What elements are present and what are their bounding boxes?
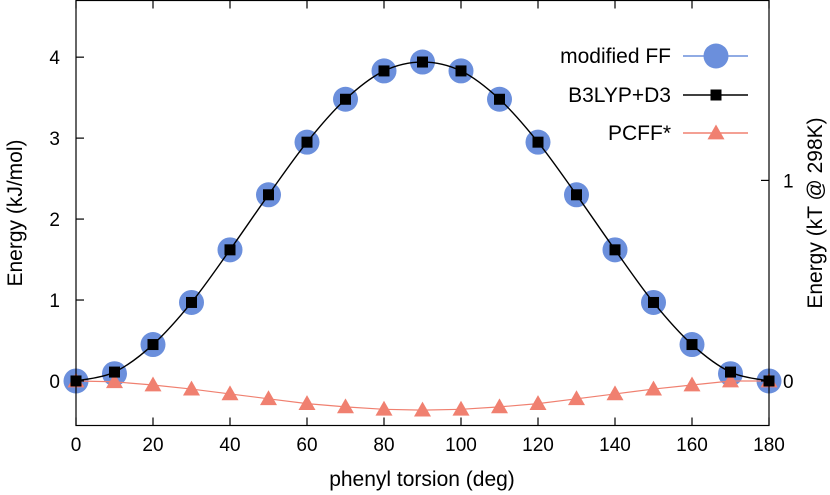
x-tick-label: 180 bbox=[753, 435, 785, 456]
y-tick-label: 4 bbox=[49, 48, 60, 69]
data-point-b3lyp-d3-170 bbox=[725, 366, 736, 378]
x-axis-label: phenyl torsion (deg) bbox=[329, 468, 515, 491]
data-point-b3lyp-d3-150 bbox=[648, 296, 659, 308]
legend-marker-b3lyp-d3 bbox=[710, 89, 722, 101]
data-point-pcff-20 bbox=[144, 376, 162, 392]
legend-marker-modified-ff bbox=[703, 43, 729, 69]
data-point-b3lyp-d3-30 bbox=[186, 296, 197, 308]
plot-area bbox=[63, 49, 782, 417]
data-point-pcff-130 bbox=[568, 390, 585, 406]
data-point-pcff-90 bbox=[414, 401, 431, 417]
x-tick-label: 100 bbox=[445, 435, 477, 456]
data-point-b3lyp-d3-10 bbox=[109, 366, 120, 378]
data-point-b3lyp-d3-160 bbox=[686, 339, 698, 351]
legend-label-b3lyp-d3: B3LYP+D3 bbox=[568, 84, 671, 107]
data-point-b3lyp-d3-40 bbox=[224, 244, 236, 256]
data-point-pcff-70 bbox=[337, 398, 354, 414]
data-point-pcff-120 bbox=[529, 395, 547, 411]
data-point-pcff-60 bbox=[298, 395, 316, 411]
y2-tick-label: 1 bbox=[783, 171, 794, 192]
data-point-b3lyp-d3-130 bbox=[571, 189, 582, 201]
data-point-pcff-10 bbox=[106, 373, 123, 389]
data-point-b3lyp-d3-70 bbox=[340, 93, 351, 105]
x-tick-label: 20 bbox=[142, 435, 163, 456]
y-tick-label: 0 bbox=[49, 372, 60, 393]
plot-frame bbox=[75, 0, 770, 427]
data-point-b3lyp-d3-20 bbox=[147, 339, 159, 351]
data-point-b3lyp-d3-100 bbox=[455, 65, 467, 77]
x-tick-label: 140 bbox=[599, 435, 631, 456]
x-tick-label: 60 bbox=[296, 435, 317, 456]
series-line-b3lyp-d3 bbox=[75, 61, 770, 382]
data-point-b3lyp-d3-140 bbox=[609, 244, 621, 256]
data-point-pcff-140 bbox=[606, 385, 624, 401]
x-tick-label: 0 bbox=[71, 435, 82, 456]
data-point-pcff-100 bbox=[452, 400, 470, 416]
data-point-pcff-110 bbox=[491, 398, 508, 414]
data-point-pcff-160 bbox=[683, 376, 701, 392]
data-point-pcff-80 bbox=[375, 400, 393, 416]
y-tick-label: 1 bbox=[49, 291, 60, 312]
x-tick-label: 80 bbox=[373, 435, 394, 456]
legend-label-modified-ff: modified FF bbox=[560, 45, 671, 68]
y-tick-label: 3 bbox=[49, 129, 60, 150]
data-point-pcff-40 bbox=[221, 385, 239, 401]
data-point-pcff-50 bbox=[260, 390, 277, 406]
x-tick-label: 40 bbox=[219, 435, 240, 456]
data-point-pcff-170 bbox=[722, 372, 739, 388]
x-tick-label: 160 bbox=[676, 435, 708, 456]
data-point-b3lyp-d3-110 bbox=[494, 93, 505, 105]
data-point-b3lyp-d3-50 bbox=[263, 189, 274, 201]
data-point-b3lyp-d3-120 bbox=[532, 136, 544, 148]
y-axis-label: Energy (kJ/mol) bbox=[4, 139, 27, 286]
legend-marker-pcff bbox=[707, 124, 725, 140]
y2-tick-label: 0 bbox=[783, 372, 794, 393]
data-point-b3lyp-d3-90 bbox=[417, 56, 428, 68]
y-tick-label: 2 bbox=[49, 210, 60, 231]
data-point-pcff-30 bbox=[183, 380, 200, 396]
data-point-pcff-150 bbox=[645, 380, 662, 396]
x-tick-label: 120 bbox=[522, 435, 554, 456]
legend-label-pcff: PCFF* bbox=[608, 122, 671, 145]
data-point-b3lyp-d3-80 bbox=[378, 65, 390, 77]
y2-axis-label: Energy (kT @ 298K) bbox=[804, 117, 827, 308]
data-point-b3lyp-d3-60 bbox=[301, 136, 313, 148]
